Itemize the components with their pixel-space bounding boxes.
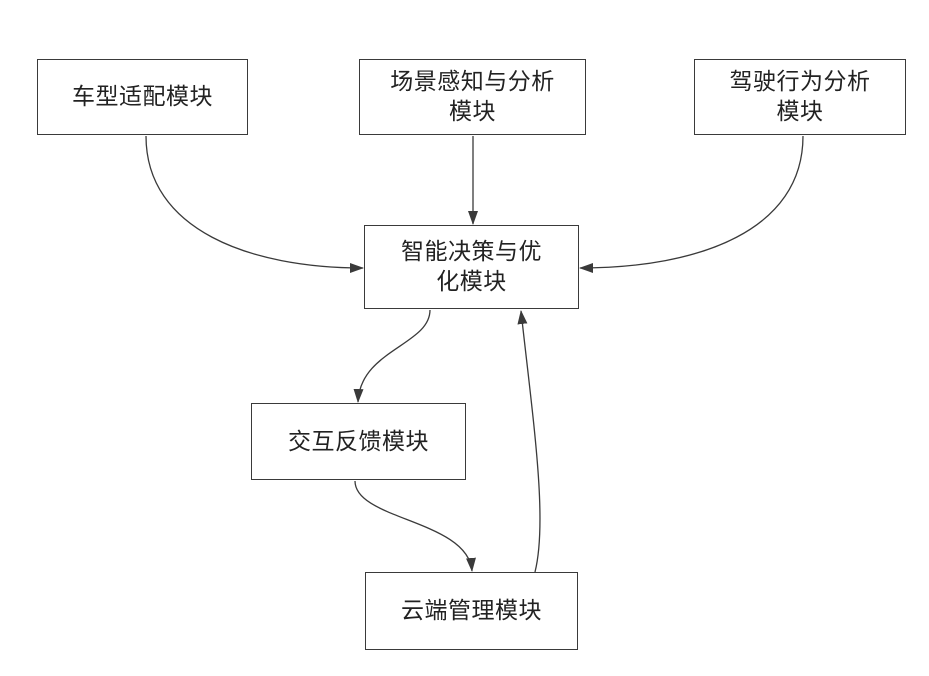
cloud-management-module-box: 云端管理模块 bbox=[365, 572, 578, 650]
arrow-vehicle-to-decision bbox=[146, 136, 363, 268]
scene-perception-module-box: 场景感知与分析 模块 bbox=[359, 59, 586, 135]
decision-optimization-module-label: 智能决策与优 化模块 bbox=[401, 237, 542, 297]
scene-perception-module-label: 场景感知与分析 模块 bbox=[390, 67, 555, 127]
decision-optimization-module-box: 智能决策与优 化模块 bbox=[364, 225, 579, 309]
interaction-feedback-module-label: 交互反馈模块 bbox=[288, 427, 429, 457]
driving-behavior-module-box: 驾驶行为分析 模块 bbox=[694, 59, 906, 135]
arrow-decision-to-feedback bbox=[358, 310, 430, 402]
vehicle-adaptation-module-box: 车型适配模块 bbox=[37, 59, 248, 135]
arrow-cloud-to-decision bbox=[521, 311, 540, 572]
vehicle-adaptation-module-label: 车型适配模块 bbox=[72, 82, 213, 112]
driving-behavior-module-label: 驾驶行为分析 模块 bbox=[730, 67, 871, 127]
interaction-feedback-module-box: 交互反馈模块 bbox=[251, 403, 466, 480]
arrow-driving-to-decision bbox=[580, 136, 803, 268]
cloud-management-module-label: 云端管理模块 bbox=[401, 596, 542, 626]
arrow-feedback-to-cloud bbox=[355, 481, 472, 571]
